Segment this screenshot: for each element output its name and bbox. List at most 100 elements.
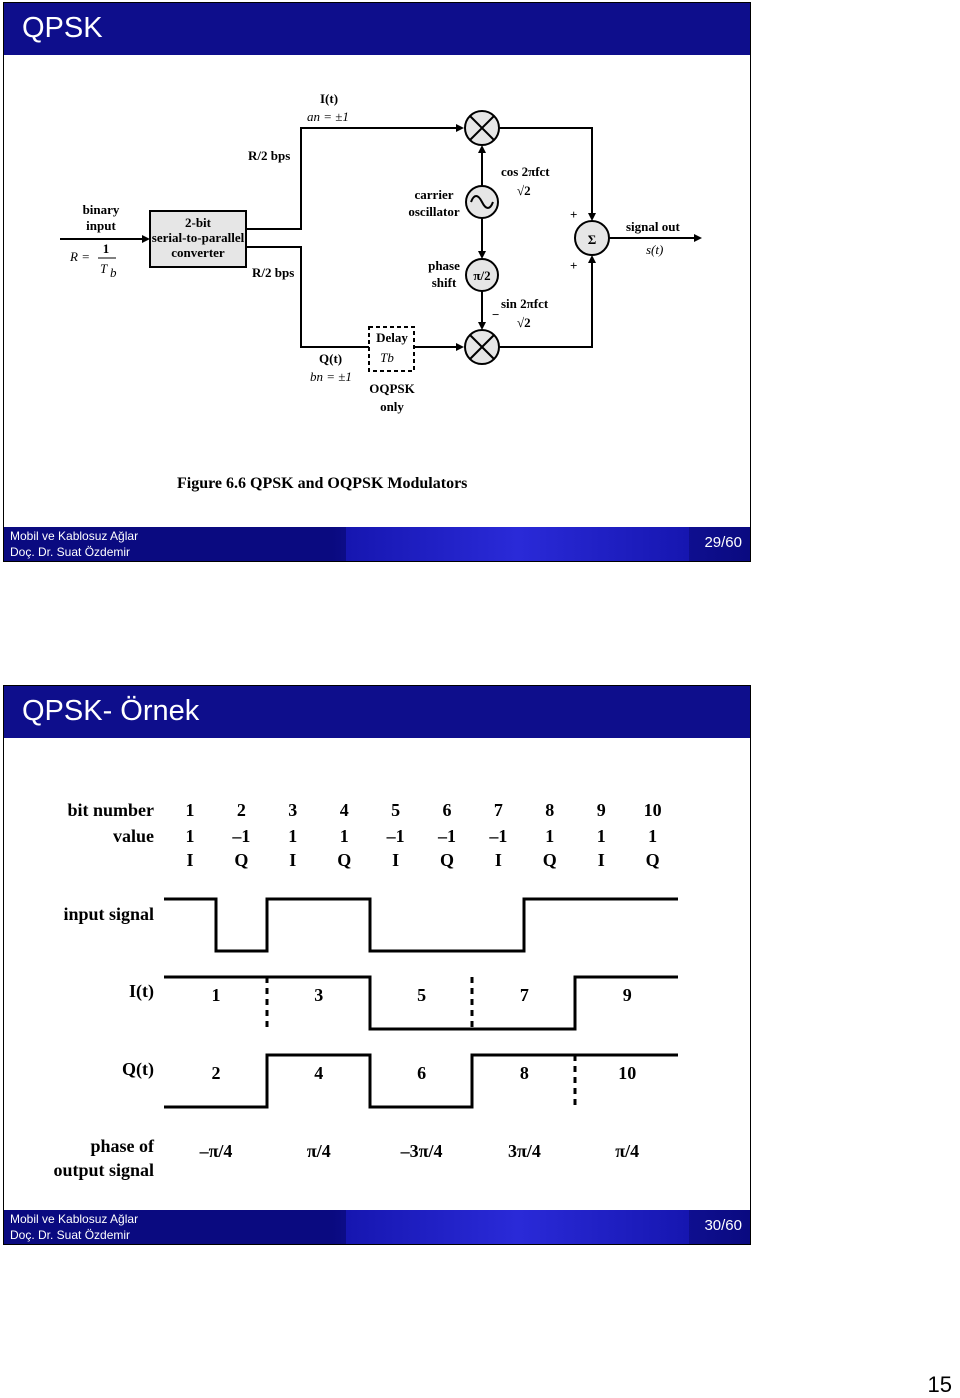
bit-number-label: bit number: [67, 800, 154, 820]
binary-input-label-1: binary: [83, 202, 120, 217]
lower-to-sum-arrow: [588, 255, 596, 263]
q-path-arrow: [456, 343, 464, 351]
signal-out-label: signal out: [626, 219, 680, 234]
slide-footer: Mobil ve Kablosuz Ağlar Doç. Dr. Suat Öz…: [4, 527, 750, 561]
bit-number: 3: [288, 800, 297, 820]
lower-multiplier: [464, 329, 500, 365]
footer-author: Doç. Dr. Suat Özdemir: [10, 545, 131, 559]
sin-label: sin 2πfct: [501, 296, 549, 311]
an-label: an = ±1: [307, 109, 349, 124]
slide-header: QPSK: [4, 3, 750, 55]
bit-number: 6: [443, 800, 452, 820]
document-page-number: 15: [927, 1372, 952, 1397]
q-bit-label: 6: [417, 1063, 426, 1083]
footer-page: 30/60: [704, 1217, 742, 1234]
oqpsk-label-2: only: [380, 399, 404, 414]
bit-value: 1: [648, 826, 657, 846]
phase-value: 3π/4: [508, 1141, 541, 1161]
footer-course: Mobil ve Kablosuz Ağlar: [10, 529, 139, 543]
qpsk-timing-diagram: bit number value 11I2–1Q31I41Q5–1I6–1Q7–…: [53, 800, 678, 1180]
footer-band: [346, 1210, 689, 1244]
input-signal-waveform: [164, 897, 678, 953]
bit-value: 1: [340, 826, 349, 846]
i-bit-label: 3: [314, 985, 323, 1005]
bn-label: bn = ±1: [310, 369, 352, 384]
plus-sign-bottom: +: [570, 258, 577, 273]
slide-title: QPSK: [22, 12, 103, 44]
bit-channel: Q: [440, 850, 454, 870]
bit-number: 9: [597, 800, 606, 820]
bit-channel: I: [392, 850, 399, 870]
plus-sign-top: +: [570, 207, 577, 222]
upper-to-sum-arrow: [588, 213, 596, 221]
q-waveform: [164, 1053, 678, 1109]
bit-value: –1: [386, 826, 405, 846]
bit-channel: I: [598, 850, 605, 870]
bit-number: 4: [340, 800, 349, 820]
slide-footer: Mobil ve Kablosuz Ağlar Doç. Dr. Suat Öz…: [4, 1210, 750, 1244]
bit-channel: Q: [543, 850, 557, 870]
pi-over-2-label: π/2: [473, 268, 490, 283]
converter-label-1: 2-bit: [185, 215, 212, 230]
bit-channel: I: [289, 850, 296, 870]
delay-box: [368, 326, 415, 372]
footer-page: 29/60: [704, 534, 742, 551]
bit-value: 1: [186, 826, 195, 846]
q-t-label: Q(t): [122, 1059, 154, 1080]
rate-bottom-label: R/2 bps: [252, 265, 294, 280]
bit-number: 8: [545, 800, 554, 820]
bit-channel: I: [495, 850, 502, 870]
q-bit-label: 4: [314, 1063, 323, 1083]
phase-value: –π/4: [199, 1141, 233, 1161]
q-bit-label: 2: [212, 1063, 221, 1083]
value-label: value: [113, 826, 154, 846]
q-path-line-1: [246, 246, 369, 348]
cos-label: cos 2πfct: [501, 164, 550, 179]
input-signal-label: input signal: [63, 904, 154, 924]
oqpsk-label-1: OQPSK: [369, 381, 415, 396]
bit-channel: Q: [234, 850, 248, 870]
delay-label: Delay: [376, 330, 408, 345]
phase-value: π/4: [307, 1141, 331, 1161]
q-bit-label: 8: [520, 1063, 529, 1083]
figure-caption: Figure 6.6 QPSK and OQPSK Modulators: [177, 475, 467, 492]
i-path-arrow: [456, 124, 464, 132]
bit-number: 1: [186, 800, 195, 820]
phase-down-arrow: [478, 322, 486, 330]
phase-label-1: phase of: [90, 1136, 155, 1156]
upper-to-sum-line: [499, 127, 593, 215]
bit-number: 7: [494, 800, 503, 820]
bit-number: 2: [237, 800, 246, 820]
rate-top-label: R/2 bps: [248, 148, 290, 163]
sine-wave-icon: [470, 195, 494, 209]
bit-channel: Q: [337, 850, 351, 870]
bit-number: 10: [644, 800, 662, 820]
bit-value: 1: [597, 826, 606, 846]
i-t-label: I(t): [129, 981, 154, 1002]
sin-sqrt2: √2: [517, 315, 531, 330]
converter-label-2: serial-to-parallel: [152, 230, 245, 245]
i-path-line: [246, 127, 459, 230]
binary-input-label-2: input: [86, 218, 116, 233]
footer-band: [346, 527, 689, 561]
phase-value: –3π/4: [400, 1141, 443, 1161]
bit-value: –1: [231, 826, 250, 846]
st-label: s(t): [646, 242, 663, 257]
osc-up-arrow: [478, 145, 486, 153]
bit-value: 1: [545, 826, 554, 846]
slide-title: QPSK- Örnek: [22, 695, 200, 727]
bit-value: 1: [288, 826, 297, 846]
rate-denominator: T: [100, 261, 108, 276]
rate-denominator-sub: b: [110, 265, 117, 280]
bit-value: –1: [488, 826, 507, 846]
phase-label-2: output signal: [53, 1160, 154, 1180]
minus-sign: −: [492, 307, 499, 322]
bit-channel: Q: [646, 850, 660, 870]
rate-numerator: 1: [103, 241, 110, 256]
rate-r-label: R =: [69, 249, 90, 264]
output-arrow: [694, 234, 702, 242]
i-bit-label: 1: [212, 985, 221, 1005]
